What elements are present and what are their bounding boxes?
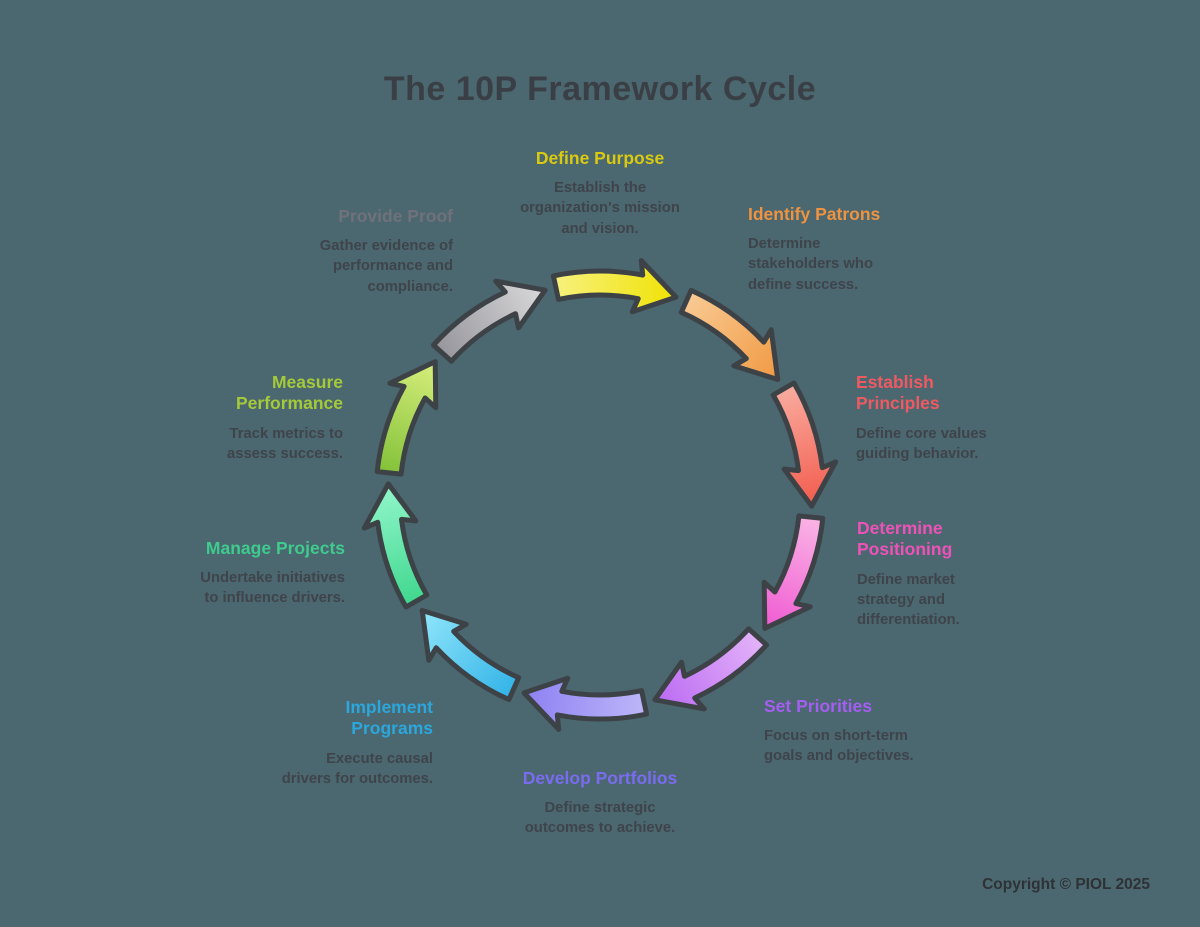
stage-description-provide-proof: Gather evidence of performance and compl… — [319, 238, 453, 295]
stage-heading-develop-portfolios: Develop Portfolios — [522, 768, 678, 788]
arrow-provide-proof — [431, 278, 548, 364]
diagram-title: The 10P Framework Cycle — [383, 70, 817, 108]
stage-heading-define-purpose: Define Purpose — [535, 148, 665, 168]
stage-description-define-purpose: Establish the organization's mission and… — [520, 180, 680, 237]
stage-description-develop-portfolios: Define strategic outcomes to achieve. — [524, 800, 676, 837]
stage-heading-establish-principles: Establish Principles — [856, 372, 940, 414]
stage-heading-identify-patrons: Identify Patrons — [748, 204, 881, 224]
stage-implement-programs: Implement Programs Execute causal driver… — [223, 697, 433, 789]
stage-description-manage-projects: Undertake initiatives to influence drive… — [200, 570, 345, 607]
copyright-text: Copyright © PIOL 2025 — [982, 876, 1150, 893]
arrow-establish-principles — [770, 380, 839, 509]
stage-measure-performance: Measure Performance Track metrics to ass… — [133, 372, 343, 464]
stage-heading-determine-positioning: Determine Positioning — [857, 518, 953, 560]
arrow-determine-positioning — [761, 513, 826, 631]
stage-description-measure-performance: Track metrics to assess success. — [226, 425, 343, 462]
stage-description-identify-patrons: Determine stakeholders who define succes… — [748, 236, 873, 293]
arrow-define-purpose — [550, 258, 679, 315]
stage-description-establish-principles: Define core values guiding behavior. — [856, 425, 987, 462]
arrow-manage-projects — [361, 481, 430, 610]
stage-heading-measure-performance: Measure Performance — [236, 372, 343, 414]
arrow-set-priorities — [652, 626, 769, 712]
arrow-implement-programs — [419, 608, 522, 703]
arrow-identify-patrons — [678, 287, 781, 382]
stage-manage-projects: Manage Projects Undertake initiatives to… — [135, 538, 345, 609]
stage-heading-manage-projects: Manage Projects — [205, 538, 345, 558]
stage-develop-portfolios: Develop Portfolios Define strategic outc… — [470, 768, 730, 839]
stage-description-implement-programs: Execute causal drivers for outcomes. — [281, 750, 433, 787]
stage-heading-implement-programs: Implement Programs — [345, 697, 433, 739]
stage-description-set-priorities: Focus on short-term goals and objectives… — [764, 728, 914, 765]
stage-heading-set-priorities: Set Priorities — [764, 696, 872, 716]
stage-identify-patrons: Identify Patrons Determine stakeholders … — [748, 204, 933, 295]
stage-description-determine-positioning: Define market strategy and differentiati… — [857, 571, 960, 628]
stage-establish-principles: Establish Principles Define core values … — [856, 372, 1041, 464]
arrow-measure-performance — [374, 359, 439, 477]
stage-define-purpose: Define Purpose Establish the organizatio… — [470, 148, 730, 239]
arrow-develop-portfolios — [521, 675, 650, 732]
stage-determine-positioning: Determine Positioning Define market stra… — [857, 518, 1042, 630]
stage-set-priorities: Set Priorities Focus on short-term goals… — [764, 696, 974, 767]
stage-provide-proof: Provide Proof Gather evidence of perform… — [233, 206, 453, 297]
stage-heading-provide-proof: Provide Proof — [338, 206, 453, 226]
